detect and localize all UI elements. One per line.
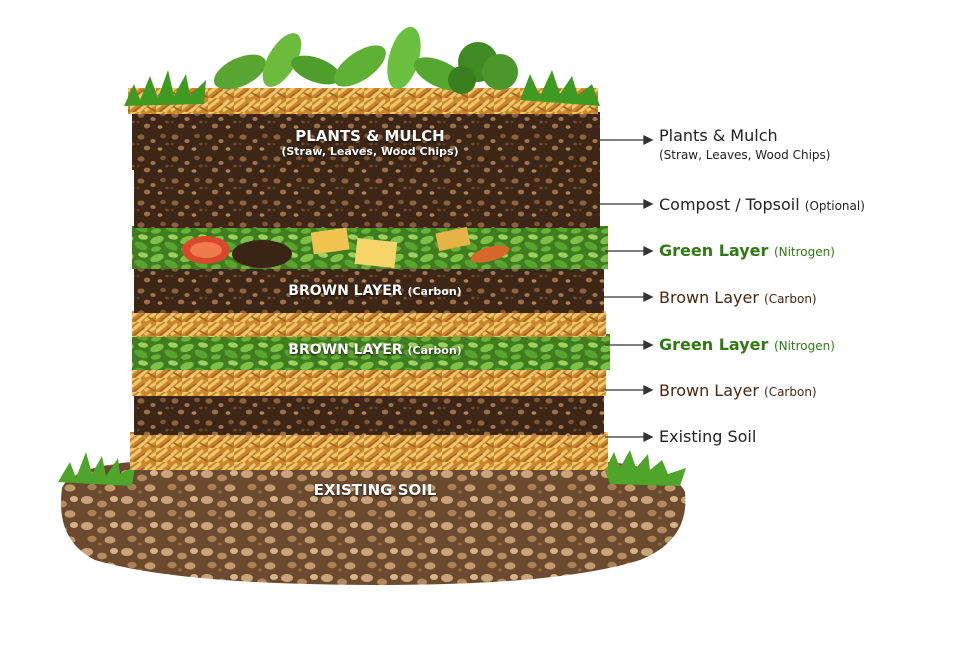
existing-soil-mound — [60, 462, 686, 585]
compost-topsoil-layer — [134, 168, 600, 228]
right-label-green-1-title: Green Layer — [659, 241, 769, 260]
left-grass-tuft — [58, 452, 135, 486]
right-label-compost-note: (Optional) — [804, 199, 865, 213]
right-label-green-2-title: Green Layer — [659, 335, 769, 354]
right-label-brown-2-title: Brown Layer — [659, 381, 759, 400]
inner-label-brown-layer-2-note: (Carbon) — [407, 344, 462, 357]
inner-label-existing-soil: EXISTING SOIL — [280, 481, 470, 499]
inner-label-brown-layer-2-title: BROWN LAYER — [288, 342, 403, 358]
right-label-green-layer-2: Green Layer (Nitrogen) — [659, 335, 835, 354]
right-label-existing-soil-title: Existing Soil — [659, 427, 757, 446]
brown-layer-lower — [134, 393, 604, 435]
top-mulch-straw — [128, 88, 598, 114]
straw-layer-lower — [132, 368, 606, 396]
right-label-brown-layer-1: Brown Layer (Carbon) — [659, 288, 817, 307]
right-label-existing-soil: Existing Soil — [659, 427, 756, 446]
right-label-compost-topsoil: Compost / Topsoil (Optional) — [659, 195, 865, 214]
top-grass — [124, 70, 600, 106]
right-label-plants-mulch-title: Plants & Mulch — [659, 126, 778, 145]
inner-label-plants-mulch-sub: (Straw, Leaves, Wood Chips) — [281, 145, 459, 158]
right-label-green-1-note: (Nitrogen) — [773, 245, 835, 259]
right-label-brown-1-note: (Carbon) — [764, 292, 817, 306]
right-label-plants-mulch: Plants & Mulch (Straw, Leaves, Wood Chip… — [659, 126, 830, 162]
right-label-green-layer-1: Green Layer (Nitrogen) — [659, 241, 835, 260]
plants-mulch-soil — [132, 112, 600, 170]
food-scraps — [182, 226, 510, 269]
green-layer-lower — [132, 334, 610, 370]
right-label-brown-2-note: (Carbon) — [764, 385, 817, 399]
inner-label-brown-layer-1-title: BROWN LAYER — [288, 283, 403, 299]
right-label-compost-title: Compost / Topsoil — [659, 195, 800, 214]
straw-layer-middle — [132, 311, 606, 337]
right-label-green-2-note: (Nitrogen) — [773, 339, 835, 353]
right-grass-tuft — [605, 450, 686, 486]
right-label-brown-1-title: Brown Layer — [659, 288, 759, 307]
connector-arrows — [598, 134, 654, 443]
top-leafy-plants — [213, 26, 518, 94]
right-label-plants-mulch-sub: (Straw, Leaves, Wood Chips) — [659, 148, 831, 162]
inner-label-existing-soil-title: EXISTING SOIL — [313, 481, 437, 499]
right-label-brown-layer-2: Brown Layer (Carbon) — [659, 381, 817, 400]
inner-label-brown-layer-1: BROWN LAYER (Carbon) — [270, 283, 480, 299]
inner-label-brown-layer-1-note: (Carbon) — [407, 285, 462, 298]
inner-label-plants-mulch-title: PLANTS & MULCH — [295, 127, 445, 145]
inner-label-brown-layer-2: BROWN LAYER (Carbon) — [270, 342, 480, 358]
inner-label-plants-mulch: PLANTS & MULCH (Straw, Leaves, Wood Chip… — [265, 127, 475, 158]
straw-layer-bottom — [130, 432, 608, 470]
brown-layer-upper — [134, 266, 604, 313]
